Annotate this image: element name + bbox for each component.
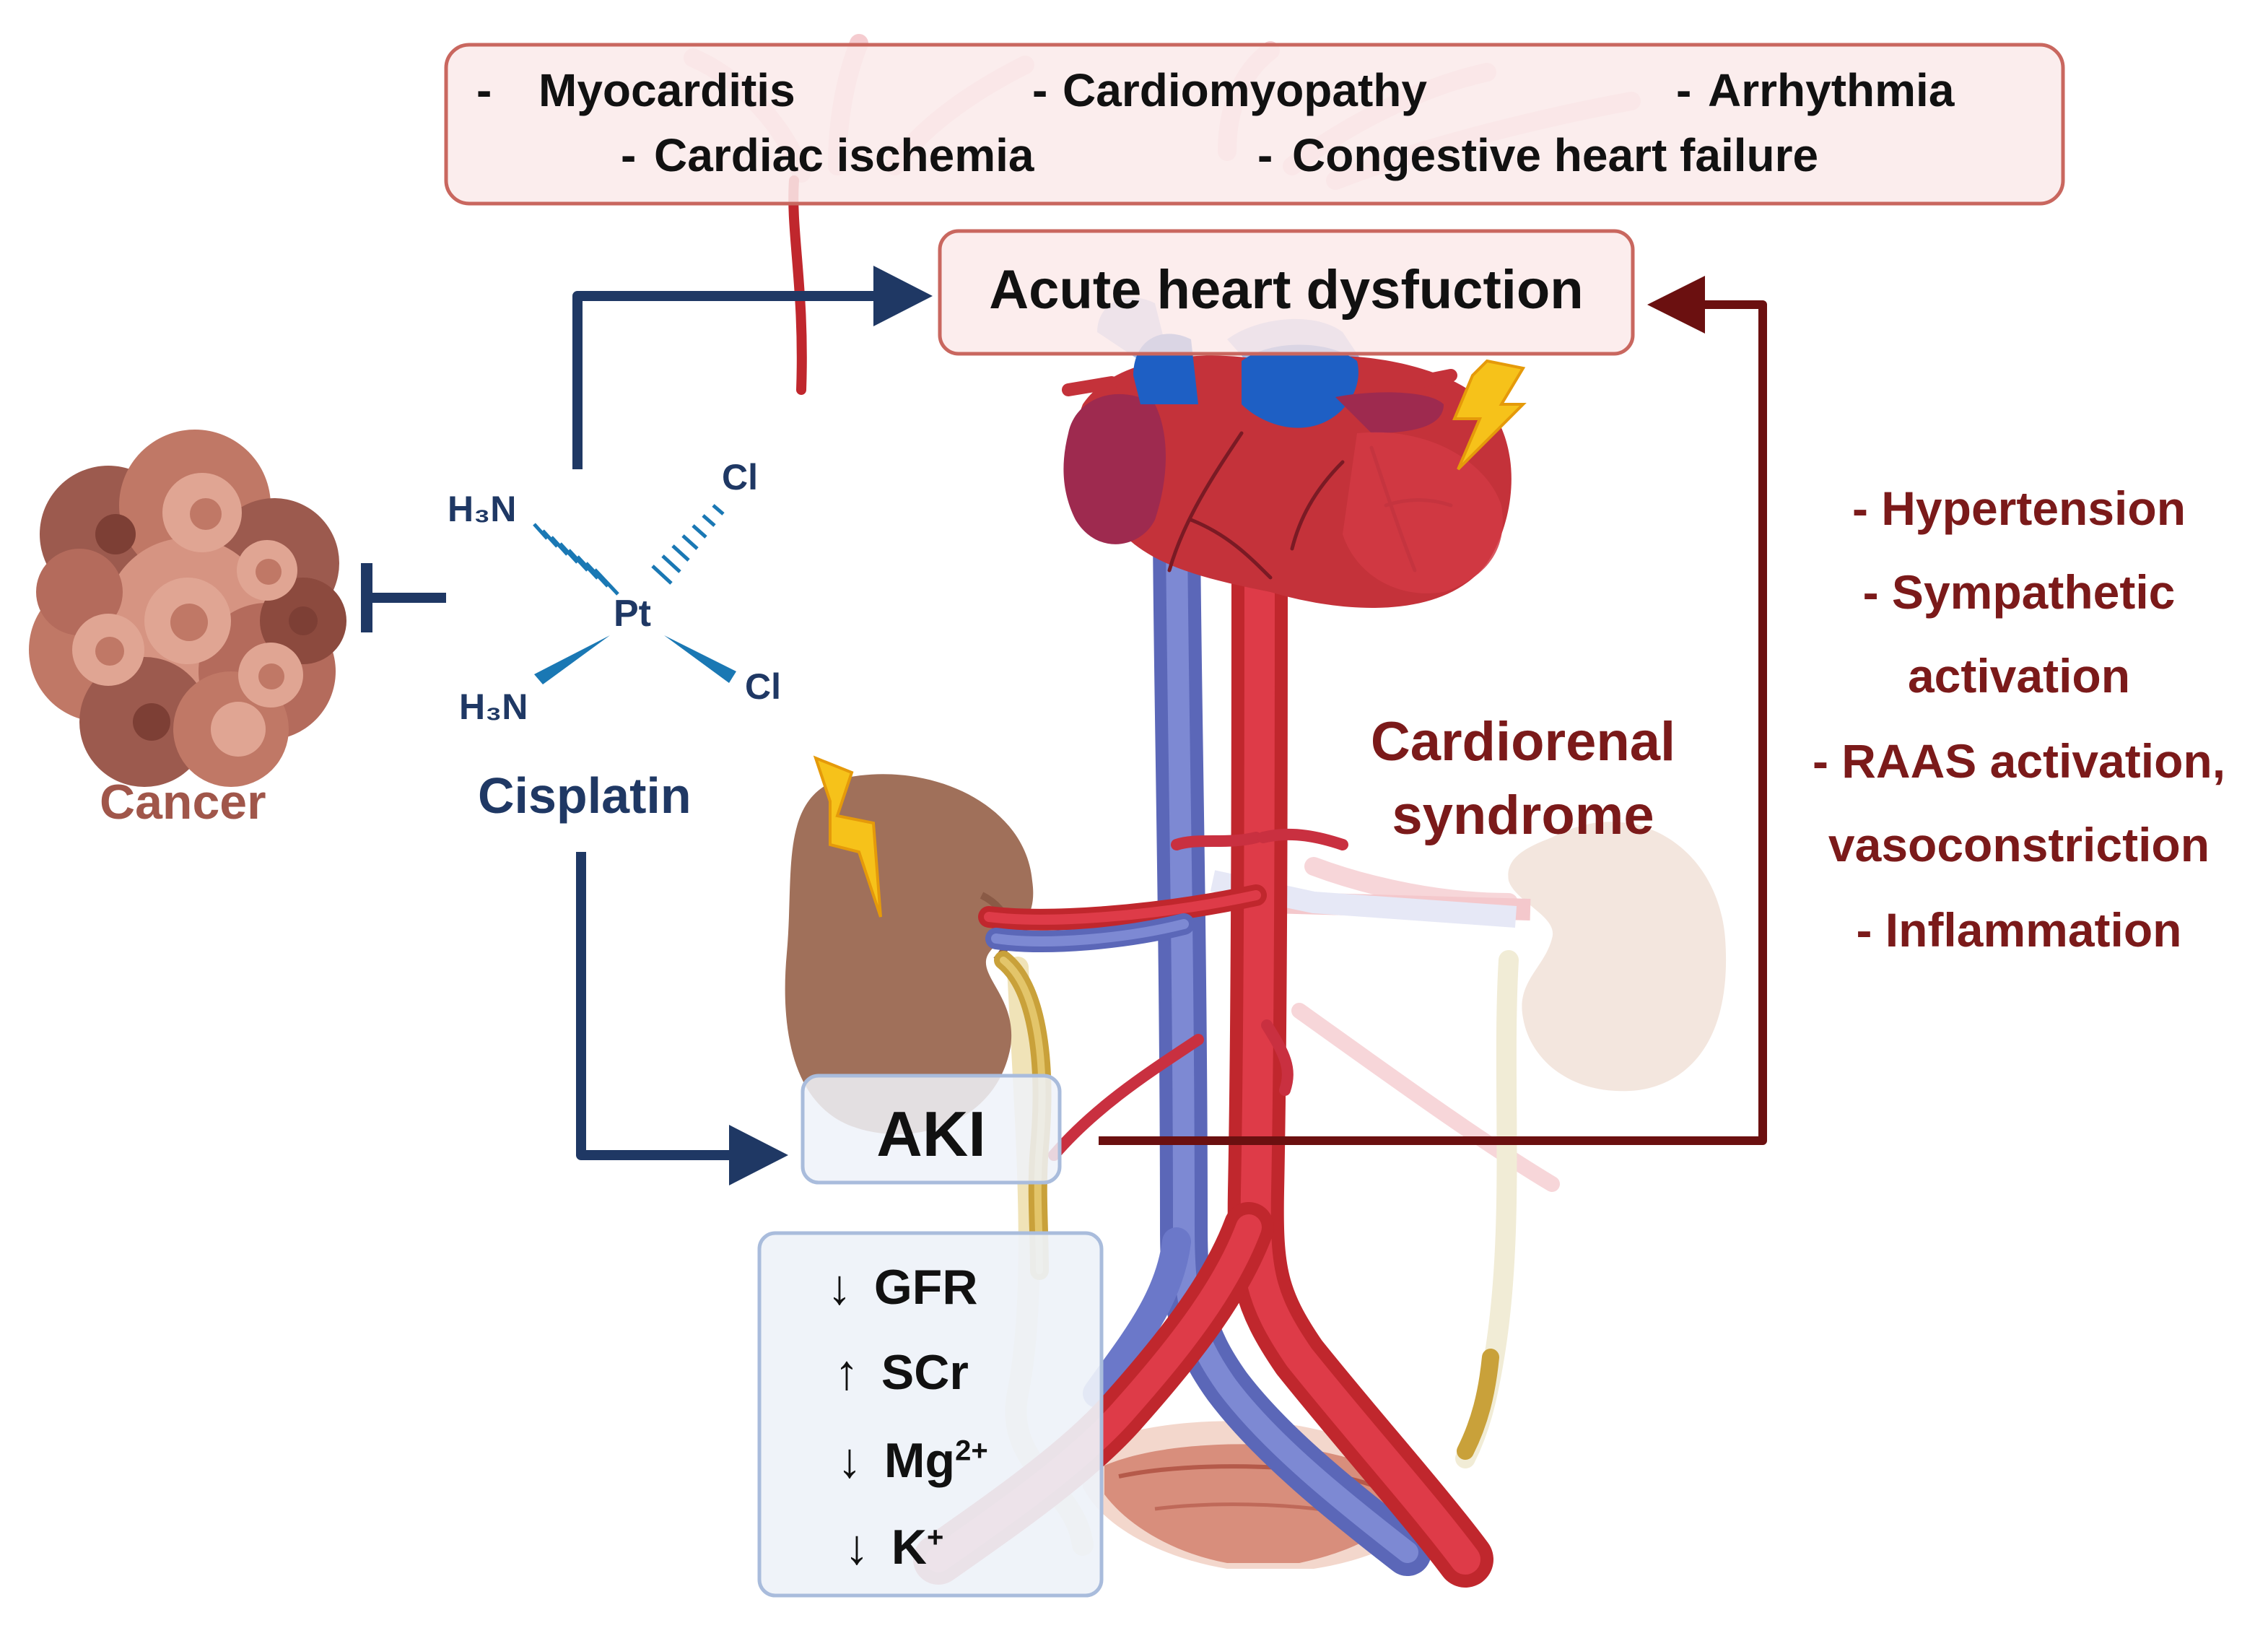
down-arrow-icon: ↓ — [827, 1260, 852, 1315]
marker-scr: ↑ SCr — [834, 1344, 969, 1401]
effect-dash-4: - — [621, 129, 637, 181]
marker-mg-text: Mg — [884, 1433, 956, 1488]
effect-dash-2: - — [1032, 64, 1048, 116]
cancer-cells-icon — [29, 430, 346, 787]
marker-k-charge: + — [927, 1521, 944, 1554]
pt-atom: Pt — [614, 593, 651, 635]
effect-dash-1: - — [476, 64, 492, 116]
marker-k-text: K — [891, 1520, 928, 1575]
cardiorenal-line1: Cardiorenal — [1370, 711, 1676, 772]
arrow-to-aki — [576, 852, 788, 1185]
effect-congestive-heart-failure: Congestive heart failure — [1292, 129, 1819, 181]
marker-gfr-text: GFR — [873, 1260, 978, 1315]
kidney-lightning-icon — [813, 755, 882, 918]
marker-mg: ↓ Mg2+ — [837, 1432, 988, 1489]
right-ureter-gold — [1457, 1349, 1499, 1460]
nh3-ligand-top: H₃N — [448, 489, 517, 529]
cisplatin-label: Cisplatin — [478, 767, 692, 824]
up-arrow-icon: ↑ — [834, 1345, 859, 1400]
markers-box — [757, 1231, 1104, 1598]
effect-arrhythmia: Arrhythmia — [1708, 64, 1955, 116]
heart-box — [938, 229, 1635, 356]
cardiorenal-line2: syndrome — [1392, 785, 1654, 846]
effect-cardiac-ischemia: Cardiac ischemia — [654, 129, 1034, 181]
heart-lightning-icon — [1452, 359, 1527, 471]
marker-mg-charge: 2+ — [955, 1435, 988, 1467]
arrow-to-heart — [572, 266, 933, 469]
marker-scr-text: SCr — [881, 1345, 969, 1400]
cancer-label: Cancer — [100, 775, 266, 830]
effect-myocarditis: Myocarditis — [538, 64, 795, 116]
aki-box — [801, 1074, 1062, 1185]
mechanism-hypertension: - Hypertension — [1852, 482, 2186, 535]
heart-box-label: Acute heart dysfuction — [989, 259, 1584, 321]
feedback-arrow — [1099, 276, 1767, 1145]
nh3-ligand-bottom: H₃N — [459, 687, 528, 727]
cl-ligand-bottom: Cl — [745, 666, 781, 707]
effect-dash-3: - — [1676, 64, 1692, 116]
mechanism-inflammation: - Inflammation — [1856, 903, 2182, 957]
mechanism-raas: - RAAS activation, — [1812, 734, 2226, 788]
left-renal-vessels — [978, 884, 1267, 952]
aortic-branches — [1048, 828, 1348, 1161]
mechanism-activation: activation — [1907, 649, 2131, 702]
down-arrow-icon: ↓ — [845, 1520, 869, 1575]
pale-right-kidney — [1508, 822, 1727, 1092]
effect-cardiomyopathy: Cardiomyopathy — [1063, 64, 1427, 116]
thin-vessel — [788, 175, 807, 395]
effect-dash-5: - — [1257, 129, 1273, 181]
aki-label: AKI — [876, 1098, 986, 1170]
inhibition-arrow — [361, 563, 446, 632]
cl-ligand-top: Cl — [722, 457, 758, 497]
effects-box — [444, 43, 2065, 206]
mechanism-vasoconstriction: vasoconstriction — [1828, 818, 2210, 871]
cisplatin-structure — [533, 504, 736, 684]
marker-gfr: ↓ GFR — [827, 1259, 977, 1315]
aorta — [913, 521, 1493, 1588]
down-arrow-icon: ↓ — [837, 1433, 862, 1488]
vena-cava — [1083, 496, 1431, 1576]
mechanism-sympathetic: - Sympathetic — [1862, 565, 2176, 619]
marker-k: ↓ K+ — [845, 1519, 943, 1575]
